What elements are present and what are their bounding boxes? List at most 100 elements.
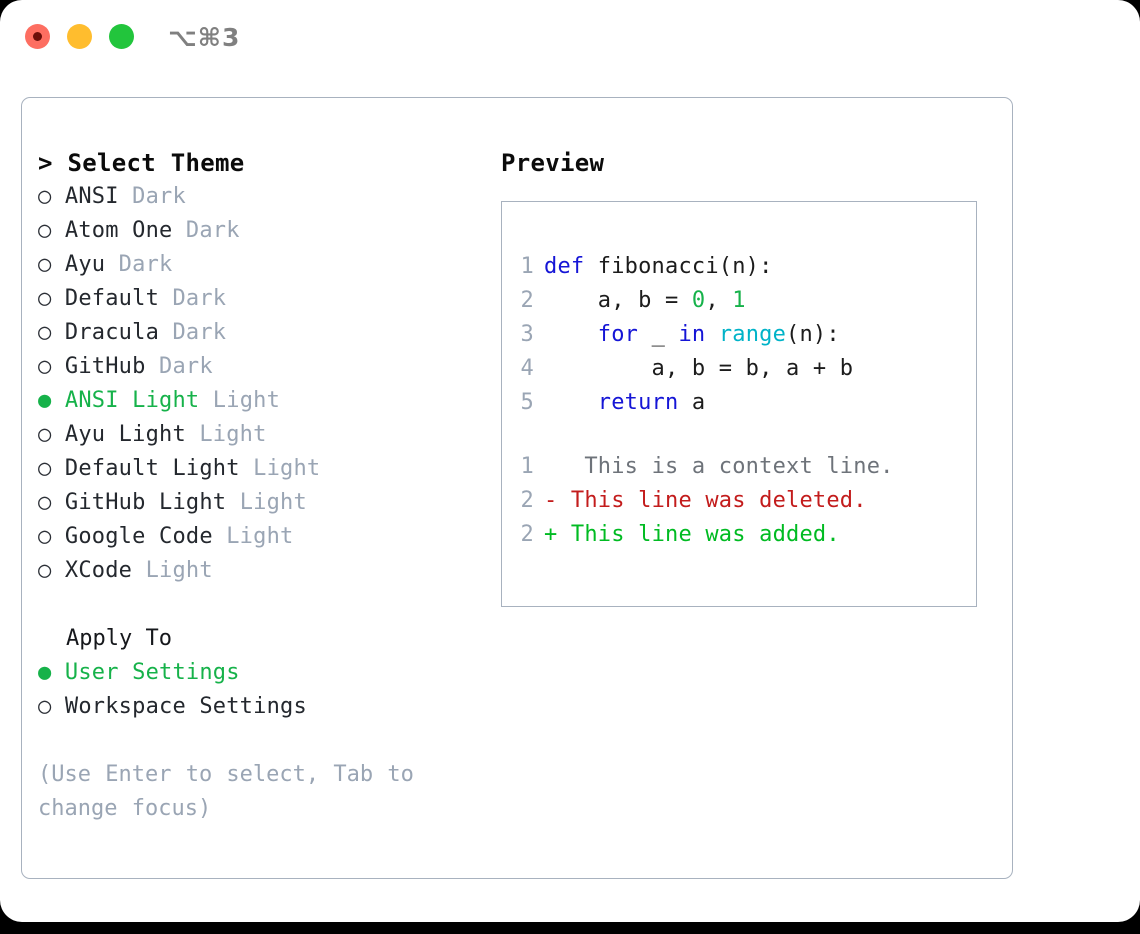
theme-option-label: XCode (51, 558, 133, 583)
theme-option-category: Dark (145, 354, 213, 379)
theme-list: ○ ANSI Dark○ Atom One Dark○ Ayu Dark○ De… (38, 180, 488, 588)
theme-option-label: Default Light (51, 456, 240, 481)
panel-columns: > Select Theme ○ ANSI Dark○ Atom One Dar… (22, 98, 1012, 878)
diff-text: This is a context line. (557, 454, 894, 479)
theme-option-category: Light (239, 456, 321, 481)
diff-text: This line was added. (557, 522, 840, 547)
minimize-button-icon[interactable] (67, 24, 92, 49)
diff-line-added: 2 + This line was added. (512, 518, 970, 552)
theme-picker-column: > Select Theme ○ ANSI Dark○ Atom One Dar… (38, 146, 488, 826)
theme-option-label: Ayu Light (51, 422, 186, 447)
theme-option-ayu-light[interactable]: ○ Ayu Light Light (38, 418, 488, 452)
theme-option-category: Dark (105, 252, 173, 277)
apply-to-option-label: Workspace Settings (51, 694, 307, 719)
theme-option-category: Light (226, 490, 307, 515)
code-token-plain (705, 322, 718, 347)
diff-line-number: 2 (520, 488, 534, 513)
theme-option-category: Light (199, 388, 281, 413)
code-token-builtin: range (718, 322, 787, 347)
code-token-keyword: return (597, 390, 679, 415)
diff-line-number: 1 (520, 454, 534, 479)
code-token-plain: fibonacci(n): (597, 254, 773, 279)
theme-option-category: Light (132, 558, 213, 583)
radio-unselected-icon: ○ (38, 694, 52, 719)
theme-option-label: Dracula (51, 320, 160, 345)
code-token-number: 1 (732, 288, 746, 313)
theme-option-ansi-light[interactable]: ● ANSI Light Light (38, 384, 488, 418)
radio-unselected-icon: ○ (38, 320, 52, 345)
theme-option-label: Default (51, 286, 160, 311)
radio-unselected-icon: ○ (38, 354, 52, 379)
diff-sign: - (544, 488, 558, 513)
theme-option-label: ANSI (51, 184, 119, 209)
diff-sign (544, 454, 557, 479)
radio-unselected-icon: ○ (38, 184, 52, 209)
apply-to-list: ● User Settings○ Workspace Settings (38, 656, 488, 724)
code-line-number: 3 (520, 322, 534, 347)
theme-option-xcode[interactable]: ○ XCode Light (38, 554, 488, 588)
theme-option-default[interactable]: ○ Default Dark (38, 282, 488, 316)
code-line-number: 5 (520, 390, 534, 415)
close-button-icon[interactable] (25, 24, 50, 49)
theme-option-label: Atom One (51, 218, 173, 243)
close-dot-icon (33, 32, 42, 41)
apply-to-option-user-settings[interactable]: ● User Settings (38, 656, 488, 690)
theme-option-category: Light (212, 524, 294, 549)
select-theme-header: > Select Theme (38, 149, 245, 177)
code-token-plain: a, b = b, a + b (544, 356, 854, 381)
code-token-keyword: for (597, 322, 639, 347)
diff-sign: + (544, 522, 558, 547)
main-panel: > Select Theme ○ ANSI Dark○ Atom One Dar… (21, 97, 1013, 879)
theme-option-label: GitHub (51, 354, 146, 379)
code-line: 5 return a (512, 386, 970, 420)
code-line: 3 for _ in range(n): (512, 318, 970, 352)
theme-option-category: Dark (159, 320, 227, 345)
theme-option-google-code[interactable]: ○ Google Code Light (38, 520, 488, 554)
theme-option-ansi[interactable]: ○ ANSI Dark (38, 180, 488, 214)
radio-selected-icon: ● (38, 660, 52, 685)
apply-to-option-workspace-settings[interactable]: ○ Workspace Settings (38, 690, 488, 724)
radio-unselected-icon: ○ (38, 286, 52, 311)
theme-option-github-light[interactable]: ○ GitHub Light Light (38, 486, 488, 520)
code-token-plain: a, b = (544, 288, 692, 313)
theme-option-category: Dark (172, 218, 240, 243)
code-token-plain (544, 322, 598, 347)
code-token-keyword: def (544, 254, 598, 279)
code-token-keyword: in (678, 322, 706, 347)
diff-line-context: 1 This is a context line. (512, 450, 970, 484)
theme-option-default-light[interactable]: ○ Default Light Light (38, 452, 488, 486)
apply-to-header: Apply To (66, 626, 172, 651)
theme-option-dracula[interactable]: ○ Dracula Dark (38, 316, 488, 350)
code-line-number: 2 (520, 288, 534, 313)
title-bar: ⌥⌘3 (0, 0, 1140, 78)
radio-unselected-icon: ○ (38, 422, 52, 447)
code-token-plain: a (678, 390, 706, 415)
code-line: 2 a, b = 0, 1 (512, 284, 970, 318)
theme-option-label: ANSI Light (51, 388, 200, 413)
list-spacer (38, 588, 488, 622)
code-token-plain: _ (638, 322, 679, 347)
apply-to-option-label: User Settings (51, 660, 240, 685)
code-token-plain (544, 390, 598, 415)
theme-option-label: Ayu (51, 252, 106, 277)
theme-option-label: Google Code (51, 524, 213, 549)
maximize-button-icon[interactable] (109, 24, 134, 49)
preview-title: Preview (501, 149, 605, 177)
theme-option-github[interactable]: ○ GitHub Dark (38, 350, 488, 384)
theme-option-category: Light (185, 422, 267, 447)
theme-option-category: Dark (159, 286, 227, 311)
theme-option-ayu[interactable]: ○ Ayu Dark (38, 248, 488, 282)
radio-unselected-icon: ○ (38, 524, 52, 549)
diff-sample: 1 This is a context line. 2- This line wa… (512, 450, 970, 552)
code-line: 4 a, b = b, a + b (512, 352, 970, 386)
radio-unselected-icon: ○ (38, 490, 52, 515)
traffic-light-group (25, 24, 134, 49)
diff-line-number: 2 (520, 522, 534, 547)
radio-unselected-icon: ○ (38, 558, 52, 583)
theme-option-atom-one[interactable]: ○ Atom One Dark (38, 214, 488, 248)
theme-option-category: Dark (118, 184, 186, 209)
